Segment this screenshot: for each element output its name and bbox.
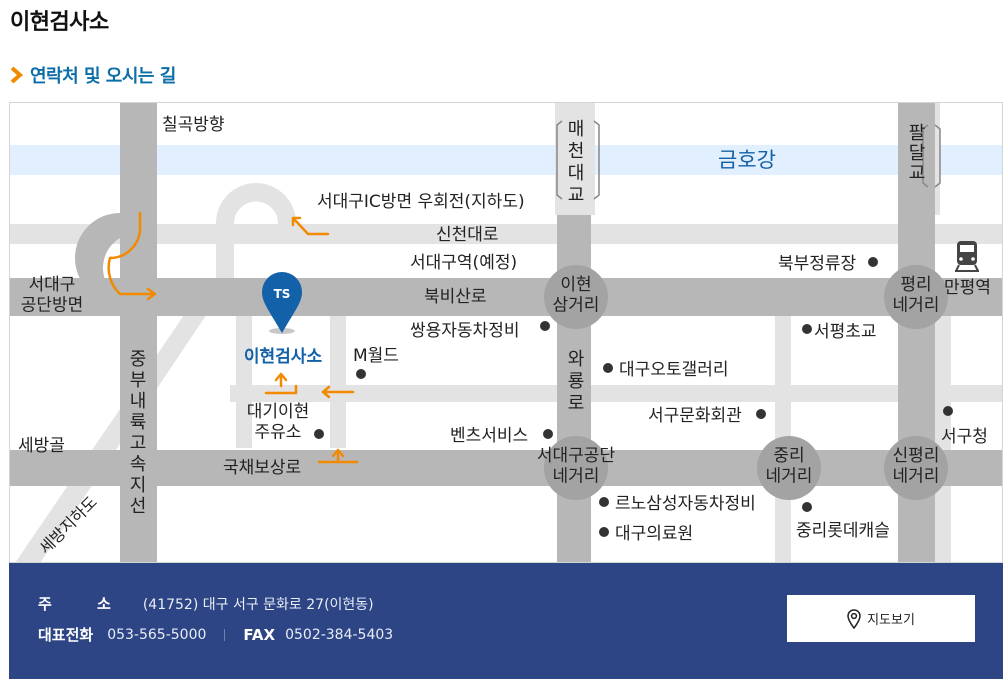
- label-ssangyong: 쌍용자동차정비: [410, 321, 519, 341]
- section-heading: 연락처 및 오시는 길: [8, 62, 176, 88]
- location-map: 칠곡방향 서대구IC방면 우회전(지하도) 신천대로 서대구역(예정) 북부정류…: [9, 102, 1003, 563]
- address-value: (41752) 대구 서구 문화로 27(이현동): [142, 596, 374, 613]
- label-gukchae: 국채보상로: [223, 458, 301, 478]
- location-pin-icon: [847, 608, 861, 629]
- chevron-right-icon: [10, 66, 24, 84]
- bridge-brackets: [556, 120, 941, 200]
- divider: [224, 628, 226, 641]
- label-jungri-lotte: 중리롯데캐슬: [796, 521, 890, 541]
- map-svg: 칠곡방향 서대구IC방면 우회전(지하도) 신천대로 서대구역(예정) 북부정류…: [10, 103, 1002, 562]
- phone-label: 대표전화: [38, 626, 94, 644]
- label-manpyeong: 만평역: [944, 278, 991, 298]
- subway-icon: [955, 241, 979, 272]
- view-map-button-label: 지도보기: [867, 612, 915, 627]
- label-sebanggol: 세방골: [18, 436, 65, 456]
- label-buk-bus: 북부정류장: [778, 254, 857, 274]
- label-chilgok: 칠곡방향: [162, 115, 225, 135]
- label-bukbisan: 북비산로: [424, 287, 487, 307]
- label-river: 금호강: [718, 148, 776, 172]
- label-benz: 벤츠서비스: [450, 426, 528, 446]
- label-sincheon: 신천대로: [436, 225, 499, 245]
- fax-value: 0502-384-5403: [285, 626, 394, 643]
- label-seopyeong-school: 서평초교: [814, 322, 877, 342]
- label-seogu-culture: 서구문화회관: [648, 406, 742, 426]
- site-name: 이현검사소: [244, 347, 323, 367]
- label-seodaegu-station: 서대구역(예정): [410, 253, 517, 273]
- label-seodaegu-ic: 서대구IC방면 우회전(지하도): [317, 192, 525, 212]
- contact-bar: 주 소 (41752) 대구 서구 문화로 27(이현동) 대표전화 053-5…: [9, 563, 1003, 679]
- intersection-circles: [544, 265, 948, 500]
- label-mworld: M월드: [353, 346, 399, 366]
- label-daegu-auto: 대구오토갤러리: [619, 360, 728, 380]
- route-arrows: [107, 211, 359, 464]
- address-row: 주 소 (41752) 대구 서구 문화로 27(이현동): [38, 593, 374, 614]
- view-map-button[interactable]: 지도보기: [787, 595, 975, 642]
- phone-row: 대표전화 053-565-5000 FAX 0502-384-5403: [38, 624, 393, 645]
- fax-label: FAX: [243, 625, 276, 644]
- label-medical: 대구의료원: [615, 524, 693, 544]
- phone-value: 053-565-5000: [107, 626, 207, 643]
- page-title: 이현검사소: [10, 10, 109, 35]
- section-heading-text: 연락처 및 오시는 길: [30, 66, 176, 87]
- site-pin-icon: [262, 272, 302, 334]
- label-renault: 르노삼성자동차정비: [615, 494, 756, 514]
- river: [10, 145, 1002, 175]
- label-seogu-office: 서구청: [941, 427, 988, 447]
- poi-dots: [314, 257, 953, 537]
- site-logo: TS: [274, 287, 291, 301]
- address-label: 주 소: [38, 595, 131, 613]
